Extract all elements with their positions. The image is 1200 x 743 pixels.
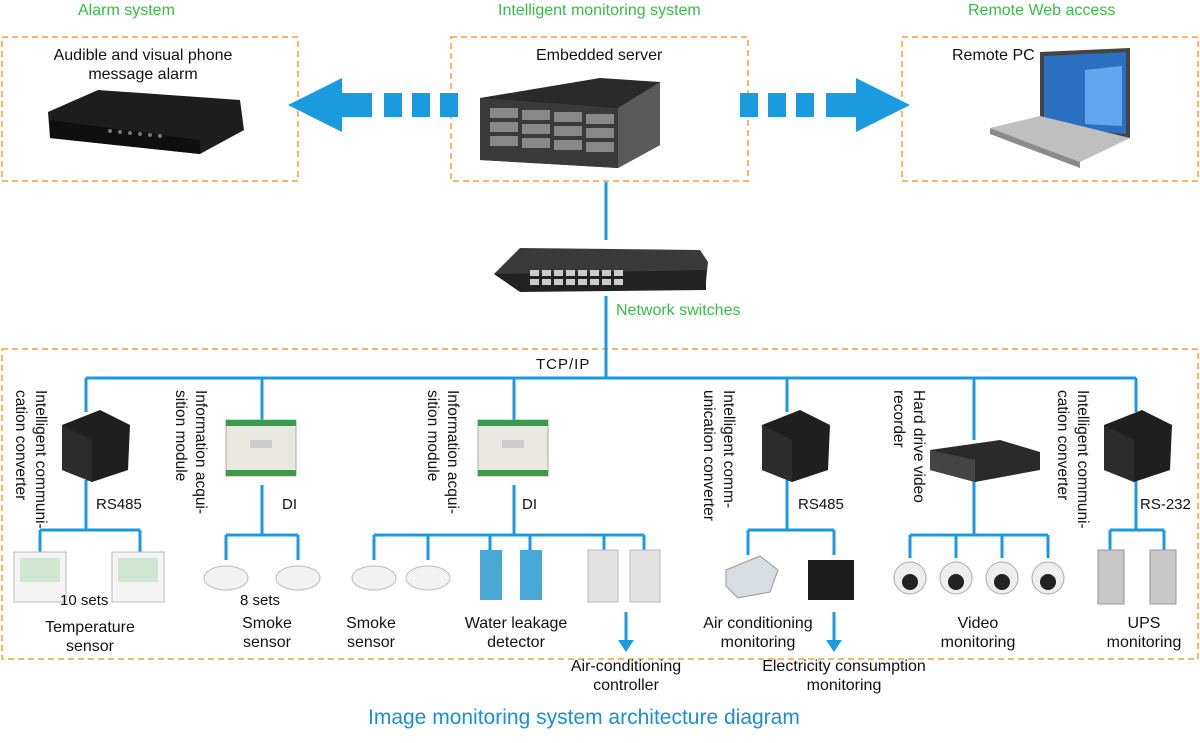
water-detector-label: Water leakage detector bbox=[464, 615, 568, 651]
alarm-device-label: Audible and visual phone message alarm bbox=[53, 47, 233, 83]
diagram-title: Image monitoring system architecture dia… bbox=[368, 706, 800, 729]
acquisition-module-icon bbox=[225, 419, 297, 477]
acquisition-module-icon bbox=[477, 419, 549, 477]
video-recorder-label: Hard drive video recorder bbox=[890, 390, 927, 503]
ac-monitoring-label: Air conditioning monitoring bbox=[703, 615, 813, 651]
smoke-sensor-label-1: Smoke sensor bbox=[242, 615, 292, 651]
smoke-sensor-icons bbox=[203, 565, 451, 591]
ac-monitor-icon bbox=[725, 555, 779, 599]
laptop-icon bbox=[990, 48, 1130, 168]
video-monitoring-label: Video monitoring bbox=[940, 615, 1016, 651]
ups-icons bbox=[1097, 549, 1177, 605]
converter-label-1: Intelligent communi- cation converter bbox=[12, 390, 49, 529]
water-detector-icons bbox=[480, 550, 542, 600]
server-label: Embedded server bbox=[536, 47, 663, 64]
server-icon bbox=[480, 78, 660, 168]
battery-icon bbox=[808, 560, 854, 600]
interface-di-2: DI bbox=[522, 496, 537, 513]
alarm-system-title: Alarm system bbox=[78, 2, 175, 19]
remote-access-title: Remote Web access bbox=[968, 2, 1116, 19]
arrow-down-icon bbox=[618, 640, 634, 652]
camera-icons bbox=[893, 561, 1065, 595]
alarm-device-icon bbox=[48, 90, 244, 154]
smoke-sensor-label-2: Smoke sensor bbox=[346, 615, 396, 651]
network-switch-icon bbox=[494, 248, 708, 292]
network-lines bbox=[38, 182, 1166, 642]
acquisition-label-2: Information acqui- sition module bbox=[424, 390, 461, 515]
network-switch-label: Network switches bbox=[616, 302, 741, 319]
arrow-down-icon bbox=[826, 640, 842, 652]
remote-pc-label: Remote PC bbox=[952, 47, 1035, 64]
converter-label-3: Intelligent communi- cation converter bbox=[1054, 390, 1091, 529]
converter-icon bbox=[762, 410, 830, 482]
smoke-count: 8 sets bbox=[240, 592, 281, 609]
ups-monitoring-label: UPS monitoring bbox=[1106, 615, 1182, 651]
converter-label-2: Intelligent comm- unication converter bbox=[700, 390, 737, 521]
right-arrow bbox=[740, 78, 910, 132]
converter-icon bbox=[62, 410, 130, 482]
field-box bbox=[1, 348, 1199, 660]
temperature-sensor-icon bbox=[13, 551, 67, 603]
monitoring-system-title: Intelligent monitoring system bbox=[498, 2, 701, 19]
ac-controller-icons bbox=[587, 549, 661, 603]
protocol-label: TCP/IP bbox=[536, 356, 591, 373]
temperature-sensor-icon bbox=[111, 551, 165, 603]
converter-icon bbox=[1104, 410, 1172, 482]
acquisition-label-1: Information acqui- sition module bbox=[172, 390, 209, 515]
temperature-count: 10 sets bbox=[60, 592, 109, 609]
ac-controller-label: Air-conditioning controller bbox=[570, 658, 682, 694]
electricity-label: Electricity consumption monitoring bbox=[762, 658, 926, 694]
interface-rs485-2: RS485 bbox=[798, 496, 844, 513]
interface-rs232: RS-232 bbox=[1140, 496, 1191, 513]
interface-di-1: DI bbox=[282, 496, 297, 513]
temperature-sensor-label: Temperature sensor bbox=[45, 619, 135, 655]
video-recorder-icon bbox=[930, 440, 1040, 482]
left-arrow bbox=[288, 78, 458, 132]
interface-rs485-1: RS485 bbox=[96, 496, 142, 513]
